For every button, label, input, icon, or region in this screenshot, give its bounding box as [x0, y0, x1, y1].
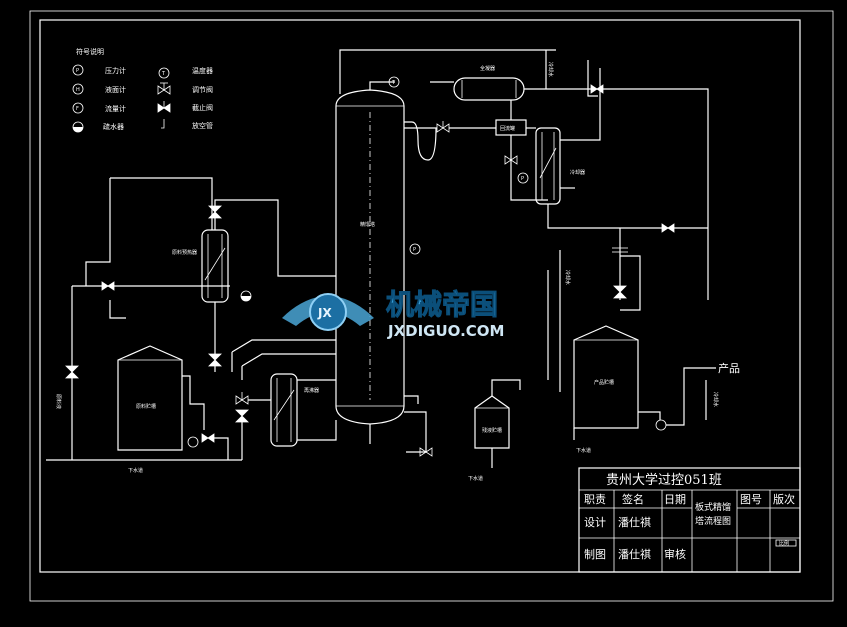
tb-fig-no: 图号	[740, 493, 762, 506]
outer-frame	[29, 10, 834, 602]
cooling-water-right-label: 冷却水	[712, 392, 719, 407]
cooling-water-mid-label: 冷却水	[564, 270, 571, 285]
tb-version: 版次	[773, 492, 795, 506]
product-line	[612, 223, 709, 311]
watermark-en: JXDIGUO.COM	[387, 322, 504, 340]
watermark-badge: JX	[317, 306, 332, 320]
product-valve	[661, 223, 675, 233]
legend-label-trap: 疏水器	[103, 122, 124, 131]
tb-drawing-title-1: 板式精馏	[695, 501, 731, 513]
product-tank-inlet-valve	[613, 285, 627, 299]
cooling-water-valve	[590, 84, 604, 94]
drain-label-feed: 下水道	[128, 467, 143, 474]
top-reflux-valve	[436, 121, 450, 133]
legend-label-control-valve: 调节阀	[192, 85, 213, 94]
tb-designer: 潘仕祺	[618, 516, 651, 529]
reflux-pressure-symbol: P	[521, 176, 524, 182]
product-tank: 产品贮槽 下水道 产品 冷却水	[573, 325, 740, 454]
preheater-label: 原料预热器	[172, 249, 197, 256]
legend-label-temperature: 温度器	[192, 66, 213, 75]
feed-system: 原料贮槽 原料液 下水道	[46, 281, 242, 474]
preheater-top-valve	[208, 205, 222, 219]
top-temperature-symbol: T	[391, 80, 396, 86]
legend-title: 符号说明	[76, 47, 104, 56]
cooler-label: 冷却器	[570, 169, 585, 176]
reflux-drum-label: 回流罐	[500, 125, 515, 132]
distillation-column: 精馏塔 P	[335, 89, 421, 425]
feed-inlet-valve	[65, 365, 79, 379]
feed-valve	[101, 281, 115, 291]
legend-symbol-h: H	[76, 87, 80, 93]
cooling-water-top-label: 冷却水	[547, 62, 554, 77]
legend-symbol-p: P	[76, 68, 79, 74]
vent-pipe-icon	[161, 119, 165, 129]
tb-drafter: 潘仕祺	[618, 548, 651, 561]
tb-drawing-title-2: 塔流程图	[695, 515, 731, 527]
product-label: 产品	[718, 361, 740, 375]
watermark: JX 机械帝国 JXDIGUO.COM	[282, 288, 504, 340]
reflux-pressure-gauge	[517, 172, 529, 184]
title-block: 贵州大学过控051班 职责 签名 日期 板式精馏 塔流程图 图号 版次 设计 潘…	[578, 467, 801, 573]
legend-label-stop-valve: 截止阀	[192, 103, 213, 112]
condenser-label: 全凝器	[480, 65, 495, 72]
legend-label-vent: 放空管	[192, 121, 213, 130]
stop-valve-icon	[157, 101, 171, 113]
tb-small-mark: 比例	[779, 540, 789, 547]
product-pump	[655, 419, 667, 431]
cooling-water-mid: 冷却水	[547, 250, 571, 392]
column-pressure-gauge	[409, 243, 421, 255]
column-bottom	[369, 395, 433, 457]
feed-in-label: 原料液	[55, 394, 62, 409]
preheater-bottom-valve	[208, 353, 222, 367]
drain-label-residue: 下水道	[468, 475, 483, 482]
feed-preheater: 原料预热器	[85, 177, 336, 372]
tb-review: 审核	[664, 547, 686, 561]
overhead-system: T 全凝器 冷却水 回流罐 P	[339, 49, 709, 290]
column-label: 精馏塔	[360, 221, 375, 228]
inner-frame	[39, 19, 801, 573]
reflux-line-valve	[504, 155, 518, 165]
watermark-gear-icon	[309, 293, 347, 331]
legend-label-level: 液面计	[105, 85, 126, 94]
condenser	[453, 77, 525, 101]
legend-symbol-f: F	[76, 106, 79, 112]
tb-design: 设计	[584, 516, 606, 529]
title-block-title: 贵州大学过控051班	[606, 472, 722, 488]
reboiler-valve	[235, 392, 249, 405]
legend: 符号说明 P 压力计 T 温度器 H 液面计 调节阀 F 流量计 截止阀 疏水器	[72, 47, 213, 133]
feed-tank-label: 原料贮槽	[136, 403, 156, 410]
tb-date-header: 日期	[664, 493, 686, 506]
watermark-cn: 机械帝国	[386, 288, 498, 321]
steam-trap-icon	[72, 121, 84, 133]
legend-symbol-t: T	[161, 71, 166, 77]
column-pressure-symbol: P	[413, 247, 416, 253]
feed-pump-valve	[201, 433, 215, 443]
tb-draw: 制图	[584, 548, 606, 561]
control-valve-icon	[157, 82, 171, 95]
product-cooler: 冷却器	[535, 100, 708, 229]
top-temperature-gauge	[388, 76, 400, 88]
reboiler: 再沸器	[231, 339, 337, 460]
tb-role-header: 职责	[584, 493, 606, 506]
residue-tank: 残液贮槽 下水道	[468, 379, 521, 482]
tb-sign-header: 签名	[622, 492, 644, 506]
feed-pump	[187, 436, 199, 448]
residue-tank-label: 残液贮槽	[482, 427, 502, 434]
legend-label-flow: 流量计	[105, 104, 126, 113]
bottom-valve	[419, 447, 433, 457]
reboiler-stop-valve	[235, 409, 249, 423]
drain-label-product: 下水道	[576, 447, 591, 454]
reboiler-label: 再沸器	[304, 387, 319, 394]
product-tank-label: 产品贮槽	[594, 379, 614, 386]
legend-label-pressure: 压力计	[105, 66, 126, 75]
